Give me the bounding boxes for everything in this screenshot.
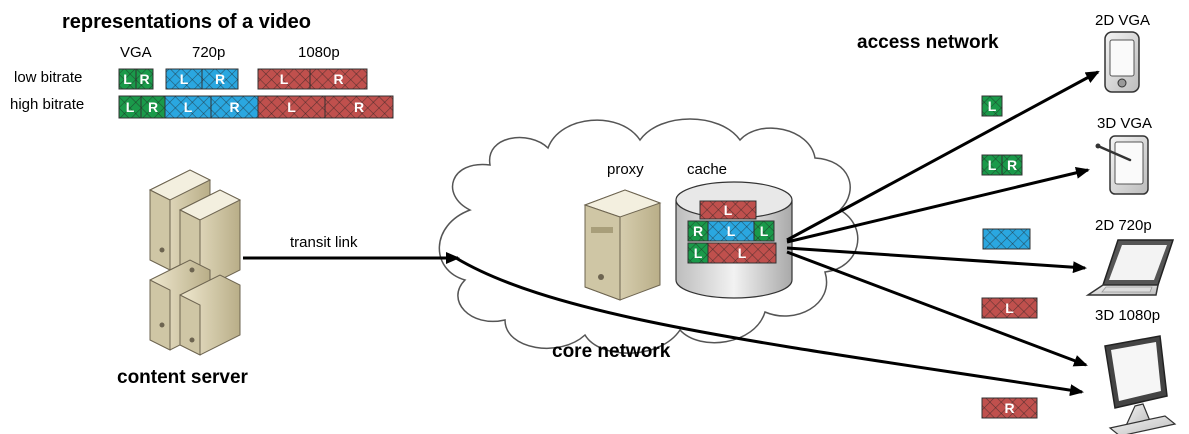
- link-seg-3dvga-r-letter: R: [1007, 157, 1017, 173]
- high-720p-r: R: [210, 95, 259, 119]
- high-720p-r-letter: R: [229, 99, 239, 115]
- low-vga-l: L: [118, 68, 137, 90]
- content-server-label: content server: [117, 367, 249, 388]
- device-label-3d-1080p: 3D 1080p: [1095, 307, 1160, 324]
- device-label-2d-vga: 2D VGA: [1095, 12, 1150, 29]
- device-label-3d-vga: 3D VGA: [1097, 115, 1152, 132]
- low-720p-r: R: [201, 68, 239, 90]
- cache-block-bot-1080p-letter: L: [738, 245, 747, 261]
- low-vga-l-letter: L: [123, 71, 132, 87]
- access-arrow-3d-1080p: [786, 250, 1088, 367]
- link-seg-3dvga-r: R: [1001, 154, 1023, 176]
- high-1080p-r-letter: R: [354, 99, 364, 115]
- cache-block-mid-vga-r-letter: R: [693, 223, 703, 239]
- phone-icon: [1104, 31, 1140, 93]
- cache-label: cache: [687, 161, 727, 178]
- link-seg-3d1080p-l: L: [981, 297, 1038, 319]
- access-network-label: access network: [857, 32, 999, 53]
- link-seg-bottom-r: R: [981, 397, 1038, 419]
- cache-block-bot-1080p: L: [707, 242, 777, 264]
- row-label-high-bitrate: high bitrate: [10, 96, 84, 113]
- high-1080p-r: R: [324, 95, 394, 119]
- device-label-2d-720p: 2D 720p: [1095, 217, 1152, 234]
- tablet-icon: [1095, 135, 1149, 195]
- column-label-vga: VGA: [120, 44, 152, 61]
- access-arrow-3d-vga: [786, 166, 1090, 244]
- link-seg-3d1080p-l-letter: L: [1005, 300, 1014, 316]
- high-1080p-l-letter: L: [287, 99, 296, 115]
- link-seg-3dvga-l-letter: L: [988, 157, 997, 173]
- core-to-monitor-arrow: [455, 256, 1084, 397]
- high-vga-r-letter: R: [148, 99, 158, 115]
- proxy-label: proxy: [607, 161, 644, 178]
- link-seg-2dvga-l: L: [981, 95, 1003, 117]
- low-720p-l: L: [165, 68, 203, 90]
- cache-block-top-1080p-letter: L: [724, 202, 733, 218]
- cache-block-mid-vga-l-letter: L: [760, 223, 769, 239]
- high-vga-l-letter: L: [126, 99, 135, 115]
- cache-block-mid-720p: L: [707, 220, 755, 242]
- high-720p-l-letter: L: [184, 99, 193, 115]
- link-seg-3dvga-l: L: [981, 154, 1003, 176]
- low-1080p-l-letter: L: [280, 71, 289, 87]
- cache-block-mid-vga-r: R: [687, 220, 709, 242]
- link-seg-bottom-r-letter: R: [1004, 400, 1014, 416]
- high-720p-l: L: [164, 95, 212, 119]
- high-vga-l: L: [118, 95, 142, 119]
- monitor-icon: [1104, 335, 1177, 434]
- laptop-icon: [1085, 239, 1175, 296]
- cache-block-bot-vga: L: [687, 242, 709, 264]
- row-label-low-bitrate: low bitrate: [14, 69, 82, 86]
- high-1080p-l: L: [257, 95, 326, 119]
- link-seg-2d720p: [982, 228, 1031, 250]
- low-720p-l-letter: L: [180, 71, 189, 87]
- cache-block-mid-720p-letter: L: [727, 223, 736, 239]
- cache-block-top-1080p: L: [699, 200, 757, 220]
- proxy-server-icon: [583, 189, 662, 301]
- core-network-label: core network: [552, 341, 671, 362]
- low-vga-r: R: [135, 68, 154, 90]
- access-arrow-2d-720p: [786, 246, 1087, 274]
- cache-block-mid-vga-l: L: [753, 220, 775, 242]
- low-1080p-r: R: [309, 68, 368, 90]
- title: representations of a video: [62, 11, 311, 33]
- content-server-icon: [148, 169, 242, 356]
- transit-link-label: transit link: [290, 234, 358, 251]
- column-label-1080p: 1080p: [298, 44, 340, 61]
- high-vga-r: R: [140, 95, 166, 119]
- low-1080p-l: L: [257, 68, 311, 90]
- link-seg-2dvga-l-letter: L: [988, 98, 997, 114]
- low-vga-r-letter: R: [139, 71, 149, 87]
- low-1080p-r-letter: R: [333, 71, 343, 87]
- column-label-720p: 720p: [192, 44, 225, 61]
- access-arrow-2d-vga: [786, 70, 1100, 242]
- cache-block-bot-vga-letter: L: [694, 245, 703, 261]
- low-720p-r-letter: R: [215, 71, 225, 87]
- server-unit-bottom-right: [179, 274, 241, 356]
